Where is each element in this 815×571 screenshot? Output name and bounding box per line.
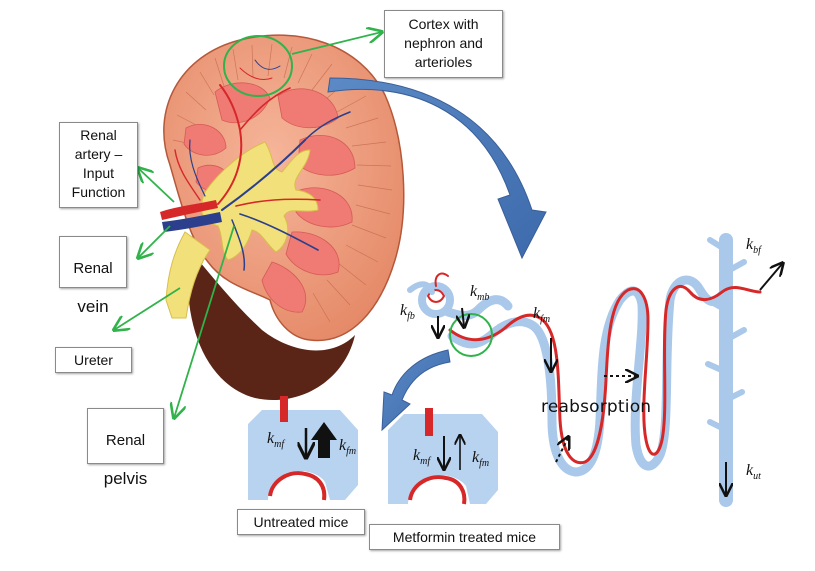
pointer-lines	[114, 32, 382, 418]
cortex-highlight-circle	[223, 35, 293, 97]
arrow-reabs-dotted-2	[555, 438, 568, 463]
peritubular-capillary	[448, 285, 762, 465]
k-fm-metformin-main: k	[472, 449, 480, 466]
arterioles	[174, 59, 351, 271]
k-mb-label: kmb	[470, 283, 489, 303]
k-ut-label: kut	[746, 462, 761, 482]
nephron-rate-arrows	[438, 264, 782, 494]
k-bf-label: kbf	[746, 236, 761, 256]
pointer-cortex	[291, 32, 382, 55]
renal-pyramids	[183, 82, 356, 313]
closeup-untreated-vessel	[280, 396, 288, 422]
closeup-untreated	[248, 396, 358, 501]
metformin-mice-label: Metformin treated mice	[369, 524, 560, 550]
pointer-pelvis	[174, 225, 235, 418]
k-mb-sub: mb	[477, 292, 490, 304]
k-mf-metformin-sub: mf	[420, 456, 431, 468]
ureter-label: Ureter	[55, 347, 132, 373]
closeup-metformin	[388, 408, 498, 505]
k-fb-main: k	[400, 302, 408, 319]
big-curved-arrow	[327, 77, 547, 260]
k-ut-main: k	[746, 462, 754, 479]
k-ut-sub: ut	[753, 471, 761, 483]
k-mf-untreated-label: kmf	[267, 430, 284, 450]
kidney-illustration	[160, 34, 405, 401]
k-mf-metformin-label: kmf	[413, 447, 430, 467]
k-fm-metformin-sub: fm	[479, 458, 490, 470]
nephron	[407, 233, 762, 507]
collecting-duct-branches	[705, 237, 747, 433]
k-fm-metformin-label: kfm	[472, 449, 489, 469]
pointer-vein	[138, 225, 171, 258]
renal-pelvis-line1: Renal	[105, 432, 146, 449]
k-fm-nephron-main: k	[533, 305, 541, 322]
k-mf-metformin-main: k	[413, 447, 421, 464]
renal-vein-line2: vein	[77, 297, 109, 316]
k-bf-sub: bf	[753, 245, 761, 257]
cortex-label: Cortex with nephron and arterioles	[384, 10, 503, 78]
renal-vein-line1: Renal	[73, 260, 113, 277]
k-fm-untreated-label: kfm	[339, 437, 356, 457]
arrow-kbf	[759, 264, 782, 291]
renal-artery-vessel	[160, 200, 218, 220]
k-fb-sub: fb	[407, 311, 415, 323]
small-curved-arrow	[381, 349, 451, 432]
big-up-arrow-untreated	[311, 422, 337, 458]
renal-pelvis-line2: pelvis	[103, 469, 148, 488]
k-mb-main: k	[470, 283, 478, 300]
k-bf-main: k	[746, 236, 754, 253]
k-fm-nephron-sub: fm	[540, 314, 551, 326]
pointer-ureter	[114, 287, 181, 330]
untreated-mice-label: Untreated mice	[237, 509, 365, 535]
renal-artery-label: Renal artery – Input Function	[59, 122, 138, 208]
pointer-artery	[138, 168, 175, 203]
k-fm-untreated-sub: fm	[346, 446, 357, 458]
arrow-kmb	[462, 307, 464, 326]
closeup-metformin-vessel	[425, 408, 433, 436]
reabsorption-label: reabsorption	[541, 397, 652, 417]
kidney-shadow	[187, 250, 355, 401]
renal-vein-vessel	[162, 212, 222, 232]
k-fm-nephron-label: kfm	[533, 305, 550, 325]
cortex-striations	[172, 43, 393, 323]
ureter-shape	[165, 231, 211, 319]
k-fb-label: kfb	[400, 302, 415, 322]
renal-vein-label: Renal vein	[59, 236, 127, 316]
renal-pelvis-label: Renal pelvis	[87, 408, 164, 488]
glomerulus-highlight-circle	[449, 313, 493, 357]
k-mf-untreated-sub: mf	[274, 439, 285, 451]
k-mf-untreated-main: k	[267, 430, 275, 447]
k-fm-untreated-main: k	[339, 437, 347, 454]
